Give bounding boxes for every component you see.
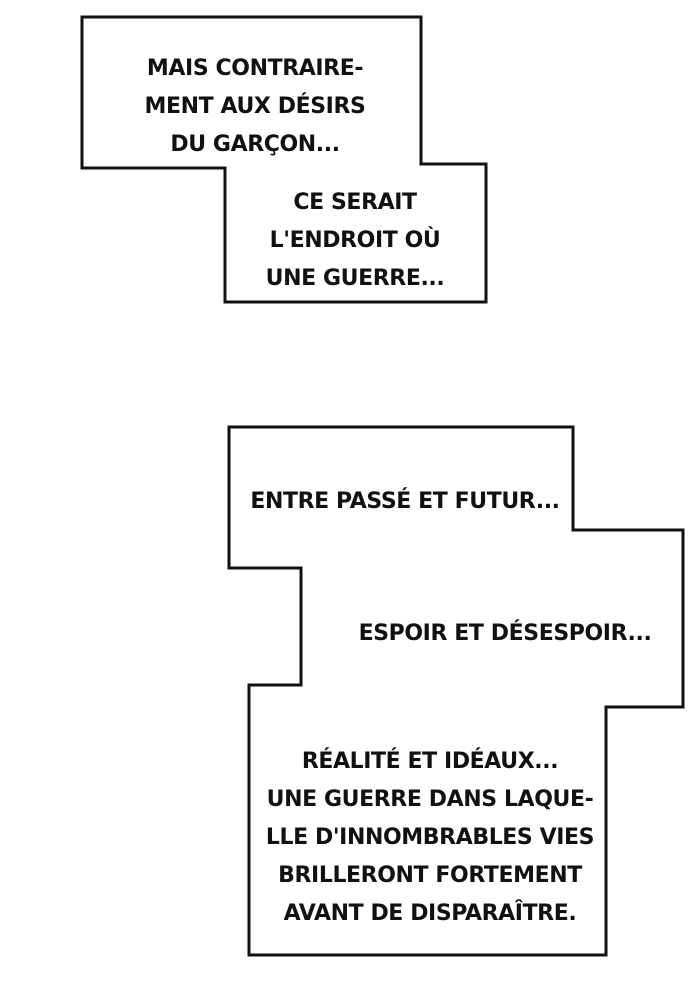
caption-text-hope-despair: ESPOIR ET DÉSESPOIR... (358, 621, 652, 646)
caption-box-lower (227, 425, 685, 957)
caption-box-upper (80, 15, 488, 304)
caption-text-reality-ideals: RÉALITÉ ET IDÉAUX... UNE GUERRE DANS LAQ… (265, 749, 595, 926)
caption-text-past-future: ENTRE PASSÉ ET FUTUR... (250, 489, 560, 514)
caption-text-war-place: CE SERAIT L'ENDROIT OÙ UNE GUERRE... (265, 190, 445, 291)
caption-text-boy-desires: MAIS CONTRAIRE- MENT AUX DÉSIRS DU GARÇO… (144, 56, 366, 157)
